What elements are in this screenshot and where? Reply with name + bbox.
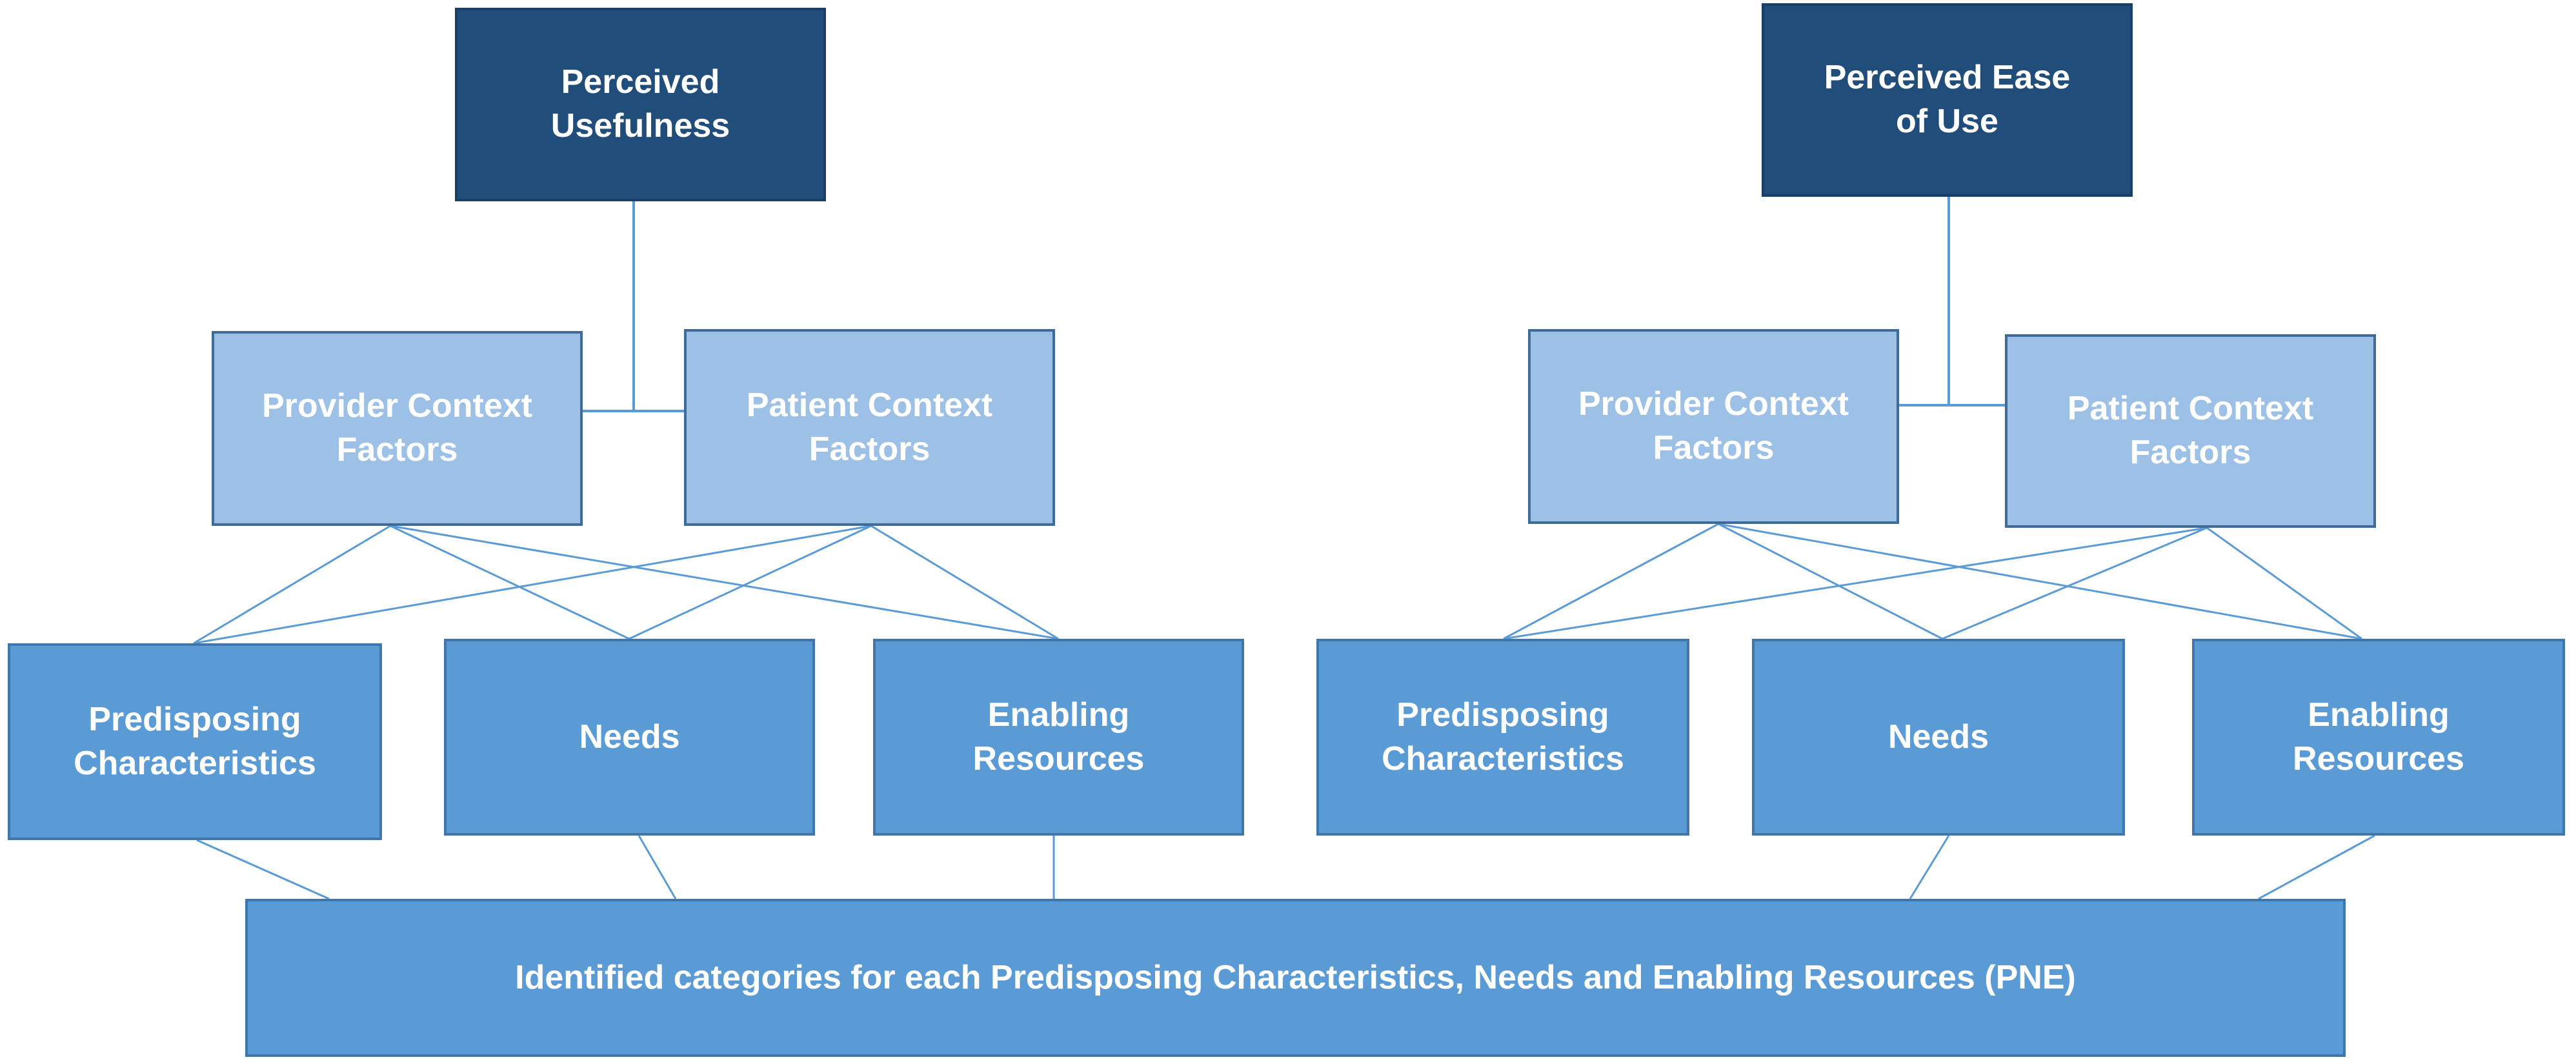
perceived-usefulness-label: Perceived Usefulness bbox=[550, 63, 730, 145]
left-predisposing-box: Predisposing Characteristics bbox=[8, 643, 382, 840]
connector-line bbox=[638, 835, 677, 899]
perceived-ease-of-use-label: Perceived Ease of Use bbox=[1824, 59, 2071, 140]
right-patient-context-label: Patient Context Factors bbox=[2067, 390, 2314, 471]
connector-line bbox=[1718, 523, 1943, 640]
pne-categories-label: Identified categories for each Predispos… bbox=[515, 958, 2076, 996]
connector-line bbox=[196, 839, 330, 900]
left-provider-context-box: Provider Context Factors bbox=[212, 331, 583, 526]
right-patient-context-box: Patient Context Factors bbox=[2005, 334, 2376, 528]
left-patient-context-box: Patient Context Factors bbox=[684, 329, 1055, 526]
right-predisposing-box: Predisposing Characteristics bbox=[1316, 639, 1689, 836]
left-enabling-label: Enabling Resources bbox=[972, 696, 1145, 778]
connector-line bbox=[390, 525, 1059, 640]
connector-line bbox=[1942, 527, 2208, 640]
right-needs-box: Needs bbox=[1752, 639, 2125, 836]
connector-line bbox=[870, 525, 1059, 640]
connector-line bbox=[193, 525, 391, 645]
left-patient-context-label: Patient Context Factors bbox=[746, 386, 993, 468]
right-provider-context-box: Provider Context Factors bbox=[1528, 329, 1899, 524]
right-needs-label: Needs bbox=[1887, 718, 1989, 756]
right-predisposing-label: Predisposing Characteristics bbox=[1382, 696, 1624, 778]
left-provider-context-label: Provider Context Factors bbox=[262, 387, 532, 468]
connector-line bbox=[1909, 835, 1950, 899]
perceived-ease-of-use-box: Perceived Ease of Use bbox=[1762, 3, 2133, 197]
connector-line bbox=[2258, 834, 2375, 900]
connector-line bbox=[629, 525, 872, 640]
connector-line bbox=[1718, 523, 2362, 640]
right-enabling-label: Enabling Resources bbox=[2293, 696, 2464, 778]
left-enabling-box: Enabling Resources bbox=[873, 639, 1244, 836]
connector-line bbox=[193, 525, 872, 645]
left-needs-box: Needs bbox=[444, 639, 815, 836]
connector-line bbox=[1503, 527, 2208, 640]
right-enabling-box: Enabling Resources bbox=[2192, 639, 2565, 836]
right-provider-context-label: Provider Context Factors bbox=[1578, 385, 1849, 467]
left-predisposing-label: Predisposing Characteristics bbox=[74, 700, 316, 782]
connector-line bbox=[2206, 527, 2362, 640]
left-needs-label: Needs bbox=[579, 718, 680, 756]
connector-line bbox=[390, 525, 630, 640]
pne-categories-box: Identified categories for each Predispos… bbox=[245, 899, 2346, 1057]
connector-line bbox=[1503, 523, 1719, 640]
perceived-usefulness-box: Perceived Usefulness bbox=[455, 8, 826, 201]
